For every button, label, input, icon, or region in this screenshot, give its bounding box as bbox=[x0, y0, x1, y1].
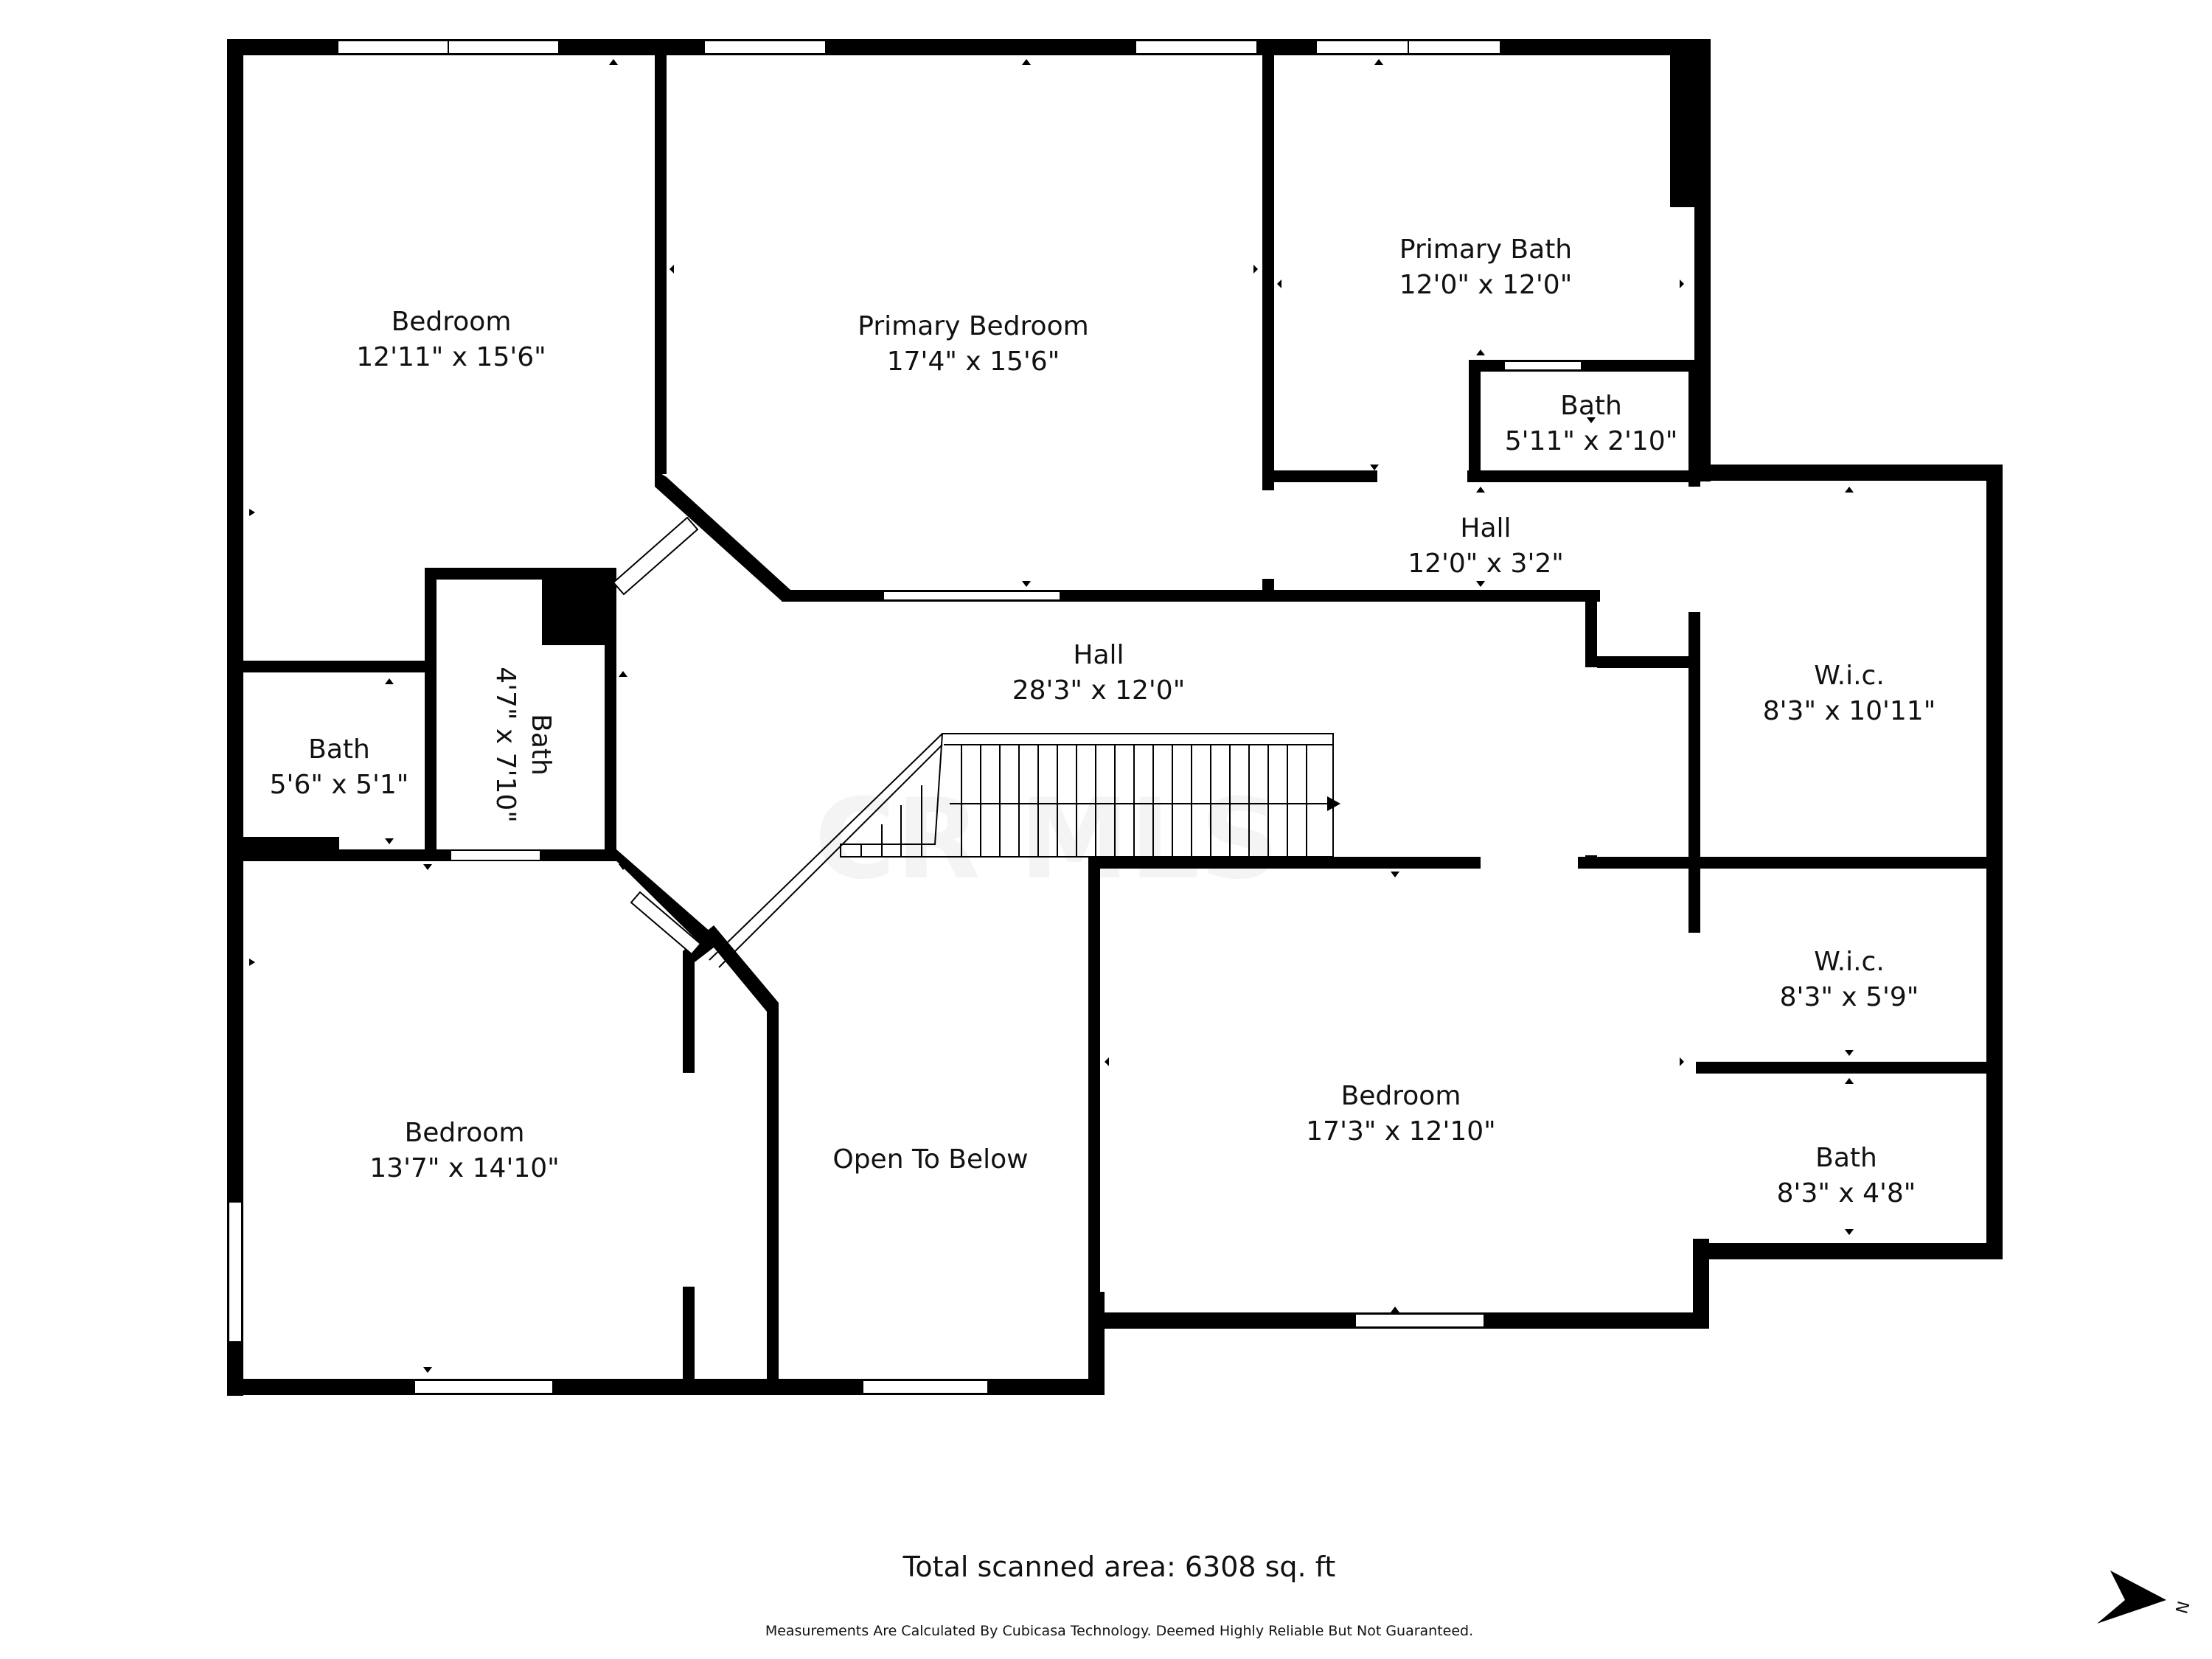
room-bedroom-se-dims: 17'3" x 12'10" bbox=[1306, 1116, 1495, 1147]
room-bedroom-sw-dims: 13'7" x 14'10" bbox=[369, 1153, 559, 1183]
room-primary-bath-name: Primary Bath bbox=[1399, 234, 1572, 265]
room-hall-main-name: Hall bbox=[1073, 640, 1124, 670]
room-wic-upper-name: W.i.c. bbox=[1814, 661, 1885, 691]
room-bath-vertical-name: Bath bbox=[526, 714, 556, 776]
dimension-ticks bbox=[249, 59, 1991, 1373]
room-wic-lower-name: W.i.c. bbox=[1814, 947, 1885, 977]
stair-direction-arrow-icon bbox=[1327, 796, 1340, 811]
room-primary-bedroom-name: Primary Bedroom bbox=[858, 311, 1088, 341]
room-bath-left-dims: 5'6" x 5'1" bbox=[270, 770, 409, 800]
room-bedroom-sw-name: Bedroom bbox=[405, 1118, 525, 1148]
room-wic-upper-dims: 8'3" x 10'11" bbox=[1763, 696, 1936, 726]
north-arrow-icon: N bbox=[2097, 1571, 2194, 1624]
disclaimer: Measurements Are Calculated By Cubicasa … bbox=[765, 1623, 1473, 1639]
room-bath-se-name: Bath bbox=[1815, 1143, 1877, 1173]
staircase bbox=[709, 733, 1334, 968]
windows bbox=[228, 40, 1582, 1394]
room-bedroom-se-name: Bedroom bbox=[1341, 1081, 1461, 1111]
room-bath-small-name: Bath bbox=[1560, 391, 1622, 421]
room-labels: Bedroom 12'11" x 15'6" Primary Bedroom 1… bbox=[270, 234, 1936, 1208]
watermark: CR MLS bbox=[815, 776, 1280, 904]
compass-label: N bbox=[2173, 1599, 2194, 1615]
room-open-to-below-name: Open To Below bbox=[832, 1144, 1028, 1175]
room-bedroom-nw-name: Bedroom bbox=[392, 307, 512, 337]
room-bath-se-dims: 8'3" x 4'8" bbox=[1777, 1178, 1916, 1208]
room-bath-left-name: Bath bbox=[308, 734, 370, 765]
total-area: Total scanned area: 6308 sq. ft bbox=[902, 1551, 1336, 1583]
interior-walls bbox=[243, 55, 2003, 1380]
room-primary-bath-dims: 12'0" x 12'0" bbox=[1399, 270, 1573, 300]
room-hall-small-dims: 12'0" x 3'2" bbox=[1408, 549, 1564, 579]
doorway-frames bbox=[612, 516, 702, 956]
room-wic-lower-dims: 8'3" x 5'9" bbox=[1780, 982, 1919, 1012]
room-primary-bedroom-dims: 17'4" x 15'6" bbox=[887, 347, 1060, 377]
room-hall-main-dims: 28'3" x 12'0" bbox=[1012, 675, 1186, 706]
room-bath-vertical-dims: 4'7" x 7'10" bbox=[490, 667, 521, 823]
openings bbox=[243, 487, 1700, 1287]
room-hall-small-name: Hall bbox=[1460, 513, 1511, 543]
room-bedroom-nw-dims: 12'11" x 15'6" bbox=[356, 342, 546, 372]
watermark-text: CR MLS bbox=[815, 776, 1280, 904]
room-bath-small-dims: 5'11" x 2'10" bbox=[1505, 426, 1678, 456]
